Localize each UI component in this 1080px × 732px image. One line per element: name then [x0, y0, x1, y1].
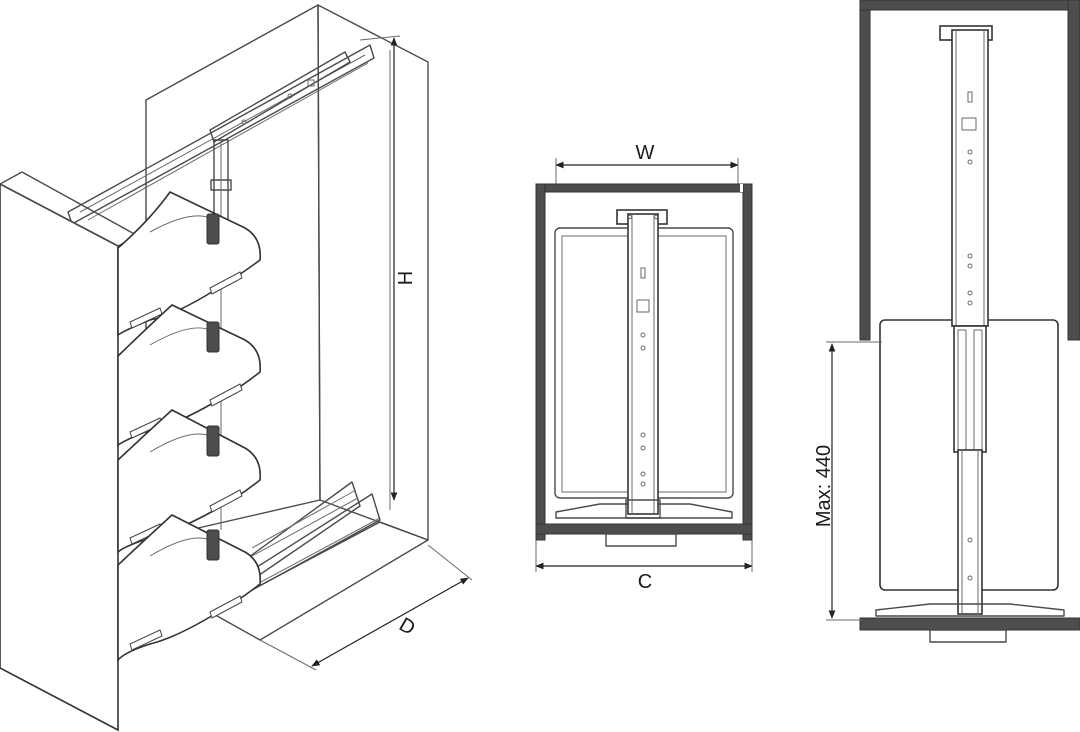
side-cabinet-right-wall: [1067, 0, 1080, 341]
isometric-view: H D: [0, 4, 473, 732]
side-view: Max: 440: [813, 0, 1080, 643]
height-label: H: [395, 271, 417, 285]
cabinet-right-wall: [742, 183, 753, 541]
max-extension-label: Max: 440: [813, 445, 835, 527]
cabinet-top-wall: [535, 183, 753, 193]
basket-1: [117, 190, 262, 337]
front-foot: [605, 533, 677, 547]
front-view: W: [535, 142, 753, 593]
side-cabinet-floor: [859, 617, 1080, 631]
side-base-frame: [875, 603, 1065, 617]
depth-dimension: D: [259, 544, 473, 671]
cabinet-bottom: [209, 521, 429, 641]
front-door-panel: [0, 183, 119, 732]
front-column: [616, 209, 668, 519]
basket-4: [117, 514, 262, 663]
cabinet-width-label: C: [638, 571, 652, 593]
cabinet-left-wall: [535, 183, 546, 541]
height-dimension: H: [359, 35, 417, 501]
basket-2: [117, 304, 262, 447]
width-label: W: [636, 142, 655, 164]
side-cabinet-left-wall: [859, 0, 871, 341]
side-foot: [929, 629, 1007, 643]
cabinet-bottom-wall: [535, 523, 753, 535]
side-cabinet-top-wall: [859, 0, 1071, 11]
top-runner: [67, 44, 375, 225]
side-column: [939, 25, 993, 615]
